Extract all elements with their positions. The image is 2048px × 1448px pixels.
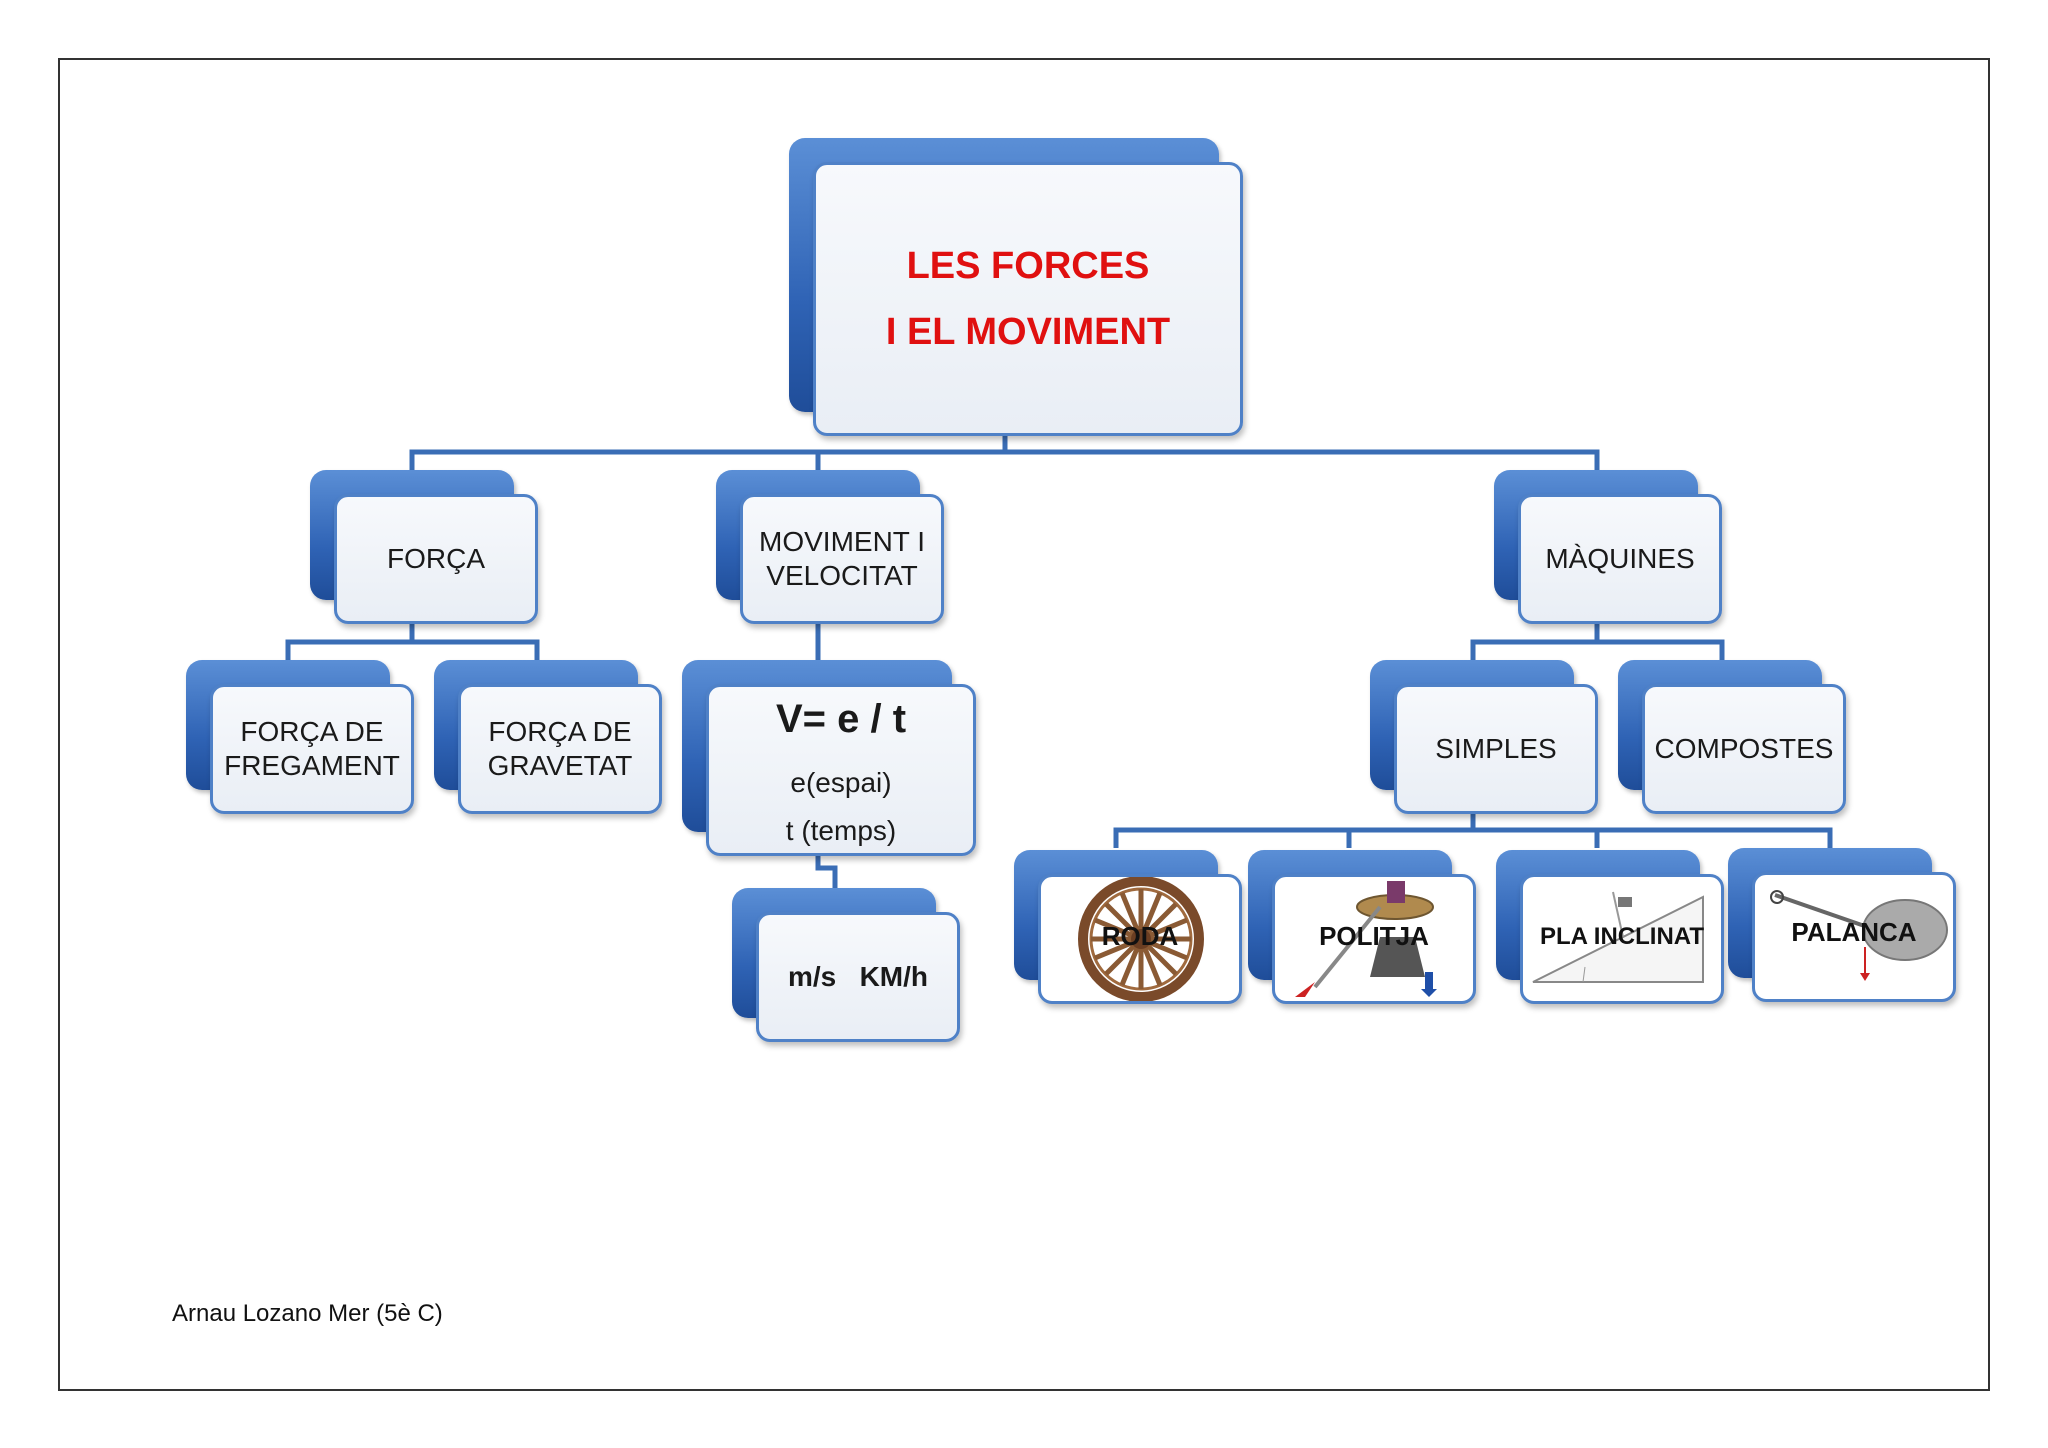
forca-gravetat-node: FORÇA DE GRAVETAT	[434, 660, 662, 814]
roda-label: RODA	[1101, 921, 1179, 951]
root-title-line2: I EL MOVIMENT	[885, 311, 1171, 353]
forca-node-front: FORÇA	[334, 494, 538, 624]
compostes-node-front: COMPOSTES	[1642, 684, 1846, 814]
inclined-plane-icon	[1532, 891, 1704, 983]
units-node: m/s KM/h	[732, 888, 960, 1042]
palanca-node-front: PALANCA	[1752, 872, 1956, 1002]
formula-temps: t (temps)	[785, 815, 897, 846]
formula-node: V= e / t e(espai) t (temps)	[682, 660, 976, 856]
palanca-node: PALANCA	[1728, 848, 1956, 1002]
roda-node: RODA	[1014, 850, 1242, 1004]
forca-fregament-node: FORÇA DE FREGAMENT	[186, 660, 414, 814]
units-node-front: m/s KM/h	[756, 912, 960, 1042]
maquines-node: MÀQUINES	[1494, 470, 1722, 624]
simples-node: SIMPLES	[1370, 660, 1598, 814]
politja-node-front: POLITJA	[1272, 874, 1476, 1004]
maquines-node-front: MÀQUINES	[1518, 494, 1722, 624]
forca-fregament-node-front: FORÇA DE FREGAMENT	[210, 684, 414, 814]
connector-forca-children	[285, 622, 540, 660]
connector-simples-children	[1113, 810, 1833, 848]
compostes-label: COMPOSTES	[1654, 733, 1834, 764]
roda-node-front: RODA	[1038, 874, 1242, 1004]
moviment-node-front: MOVIMENT I VELOCITAT	[740, 494, 944, 624]
moviment-node: MOVIMENT I VELOCITAT	[716, 470, 944, 624]
forca-gravetat-node-front: FORÇA DE GRAVETAT	[458, 684, 662, 814]
connector-root-level1	[409, 432, 1600, 470]
forca-label: FORÇA	[387, 543, 485, 574]
palanca-label: PALANCA	[1791, 917, 1917, 947]
pulley-icon	[1295, 881, 1437, 997]
politja-label: POLITJA	[1319, 921, 1429, 951]
formula-espai: e(espai)	[790, 767, 892, 798]
moviment-label: MOVIMENT I VELOCITAT	[759, 526, 925, 591]
simples-node-front: SIMPLES	[1394, 684, 1598, 814]
connector-maquines-children	[1470, 622, 1725, 660]
pla-inclinat-node: PLA INCLINAT	[1496, 850, 1724, 1004]
root-title-line1: LES FORCES	[906, 245, 1150, 287]
pla-inclinat-node-front: PLA INCLINAT	[1520, 874, 1724, 1004]
connector-formula-units	[815, 852, 838, 888]
page-frame	[58, 58, 1990, 1391]
forca-fregament-label: FORÇA DE FREGAMENT	[224, 716, 400, 781]
units-label: m/s KM/h	[787, 961, 928, 992]
lever-icon	[1770, 890, 1948, 981]
forca-node: FORÇA	[310, 470, 538, 624]
author-footer: Arnau Lozano Mer (5è C)	[172, 1300, 443, 1327]
root-node-front: LES FORCES I EL MOVIMENT	[813, 162, 1243, 436]
forca-gravetat-label: FORÇA DE GRAVETAT	[487, 716, 633, 781]
formula-node-front: V= e / t e(espai) t (temps)	[706, 684, 976, 856]
pla-inclinat-label: PLA INCLINAT	[1540, 923, 1704, 950]
maquines-label: MÀQUINES	[1545, 543, 1695, 574]
compostes-node: COMPOSTES	[1618, 660, 1846, 814]
root-node: LES FORCES I EL MOVIMENT	[789, 138, 1243, 436]
politja-node: POLITJA	[1248, 850, 1476, 1004]
wheel-icon	[1078, 877, 1204, 1001]
simples-label: SIMPLES	[1435, 733, 1557, 764]
formula-equation: V= e / t	[775, 697, 907, 741]
